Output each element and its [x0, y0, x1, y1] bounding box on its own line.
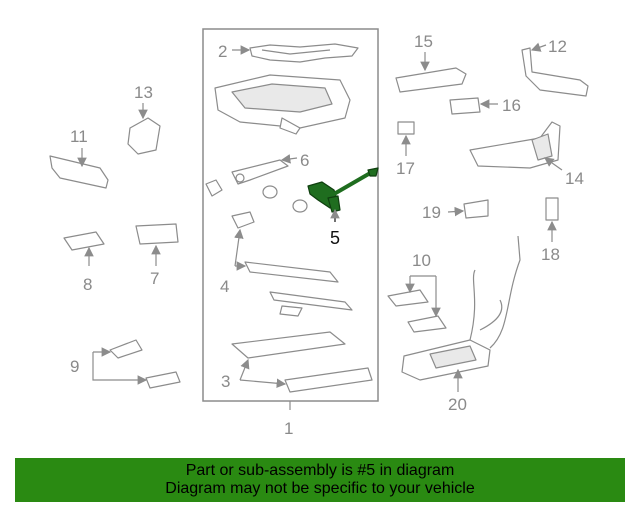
part-17-graphic — [397, 121, 415, 135]
callout-15: 15 — [414, 32, 433, 51]
callout-17: 17 — [396, 159, 415, 178]
part-5-highlighted-graphic[interactable] — [307, 167, 379, 213]
part-8-graphic — [63, 231, 105, 251]
callout-20: 20 — [448, 395, 467, 414]
leader-12 — [530, 42, 547, 52]
part-12-graphic — [521, 47, 589, 97]
callout-13: 13 — [134, 83, 153, 102]
callout-11: 11 — [70, 127, 88, 146]
part-7-graphic — [135, 223, 179, 245]
notice-line-part: Part or sub-assembly is #5 in diagram — [185, 462, 455, 479]
callout-16: 16 — [502, 96, 521, 115]
leader-3b — [239, 358, 250, 381]
center-small-parts-graphic — [205, 179, 308, 229]
notice-line-disclaimer: Diagram may not be specific to your vehi… — [165, 480, 475, 497]
leader-19 — [447, 206, 465, 217]
part-19-graphic — [463, 199, 489, 219]
part-14-graphic — [469, 121, 561, 169]
callout-12: 12 — [548, 37, 567, 56]
callout-2: 2 — [218, 42, 227, 61]
part-16-graphic — [449, 97, 481, 115]
part-6-graphic — [231, 159, 289, 185]
part-3-graphic — [231, 331, 373, 393]
callout-3: 3 — [221, 372, 230, 391]
seat-parts-diagram: 1 2 3 4 5 6 7 8 9 10 11 12 13 14 15 16 1… — [49, 28, 589, 438]
part-15-graphic — [395, 67, 467, 93]
leader-14 — [544, 157, 563, 171]
part-18-graphic — [545, 197, 559, 221]
part-13-graphic — [127, 117, 161, 155]
callout-18: 18 — [541, 245, 560, 264]
seat-cushion-frame-graphic — [214, 74, 351, 135]
part-20-graphic — [401, 235, 521, 381]
notice-banner: Part or sub-assembly is #5 in diagram Di… — [15, 458, 625, 502]
callout-6: 6 — [300, 151, 309, 170]
part-11-graphic — [49, 155, 109, 189]
callout-8: 8 — [83, 275, 92, 294]
leader-6 — [280, 154, 298, 164]
callout-5: 5 — [330, 228, 340, 248]
callout-7: 7 — [150, 269, 159, 288]
part-4-graphic — [244, 261, 353, 317]
callout-14: 14 — [565, 169, 584, 188]
leader-4b — [234, 228, 244, 267]
leader-3a — [239, 378, 287, 389]
part-9-graphic — [109, 339, 181, 389]
leader-9b — [92, 352, 148, 385]
callout-10: 10 — [412, 251, 431, 270]
callout-19: 19 — [422, 203, 441, 222]
part-2-graphic — [249, 43, 359, 63]
callout-9: 9 — [70, 357, 79, 376]
callout-4: 4 — [220, 277, 229, 296]
part-10-graphic — [387, 289, 447, 333]
callout-1: 1 — [284, 419, 293, 438]
